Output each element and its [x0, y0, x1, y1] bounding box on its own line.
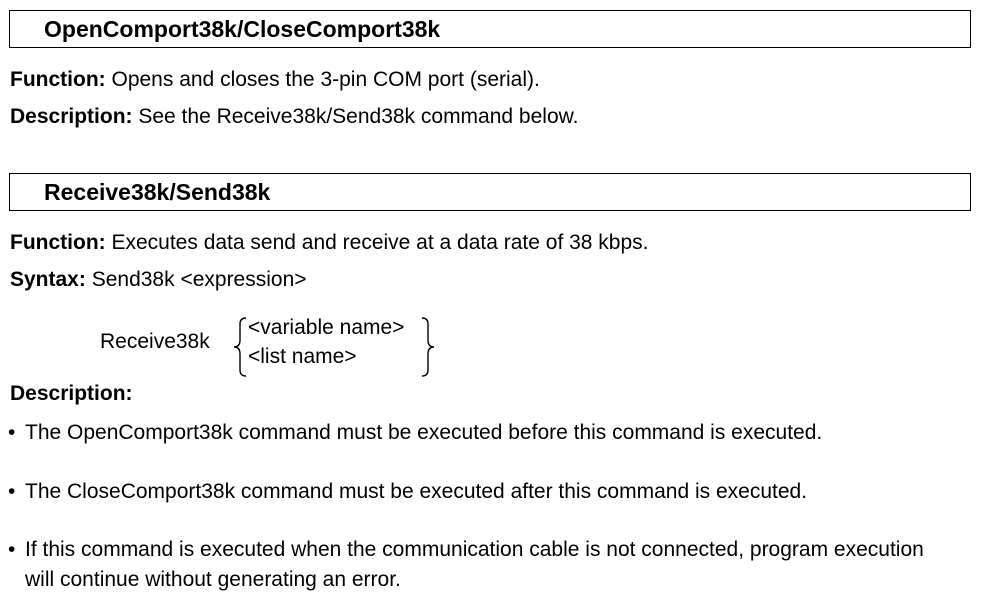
syntax-receive-command: Receive38k	[100, 330, 210, 353]
bullet-icon: •	[8, 421, 16, 444]
right-brace-icon	[421, 317, 435, 377]
description-line: Description: See the Receive38k/Send38k …	[10, 104, 578, 130]
bullet-text: The OpenComport38k command must be execu…	[25, 421, 823, 444]
bullet-icon: •	[8, 538, 16, 561]
section-title: Receive38k/Send38k	[44, 179, 271, 205]
bullet-text: If this command is executed when the com…	[25, 538, 924, 591]
function-line: Function: Executes data send and receive…	[10, 230, 649, 256]
syntax-send: Send38k <expression>	[91, 268, 307, 291]
section-title: OpenComport38k/CloseComport38k	[44, 16, 441, 42]
description-text: See the Receive38k/Send38k command below…	[138, 105, 579, 128]
syntax-option-list: <list name>	[248, 345, 357, 368]
syntax-label: Syntax:	[10, 268, 86, 291]
section-header-receive38k: Receive38k/Send38k	[9, 173, 971, 211]
section-header-opencomport: OpenComport38k/CloseComport38k	[9, 10, 971, 48]
syntax-line: Syntax: Send38k <expression>	[10, 267, 307, 293]
left-brace-icon	[233, 317, 247, 377]
description-label: Description:	[10, 382, 133, 405]
function-text: Executes data send and receive at a data…	[111, 231, 649, 254]
bullet-icon: •	[8, 480, 16, 503]
function-text: Opens and closes the 3-pin COM port (ser…	[111, 68, 540, 91]
syntax-option-variable: <variable name>	[248, 316, 405, 339]
description-label: Description:	[10, 105, 133, 128]
bullet-text: The CloseComport38k command must be exec…	[25, 480, 808, 503]
function-label: Function:	[10, 231, 106, 254]
function-label: Function:	[10, 68, 106, 91]
function-line: Function: Opens and closes the 3-pin COM…	[10, 67, 540, 93]
